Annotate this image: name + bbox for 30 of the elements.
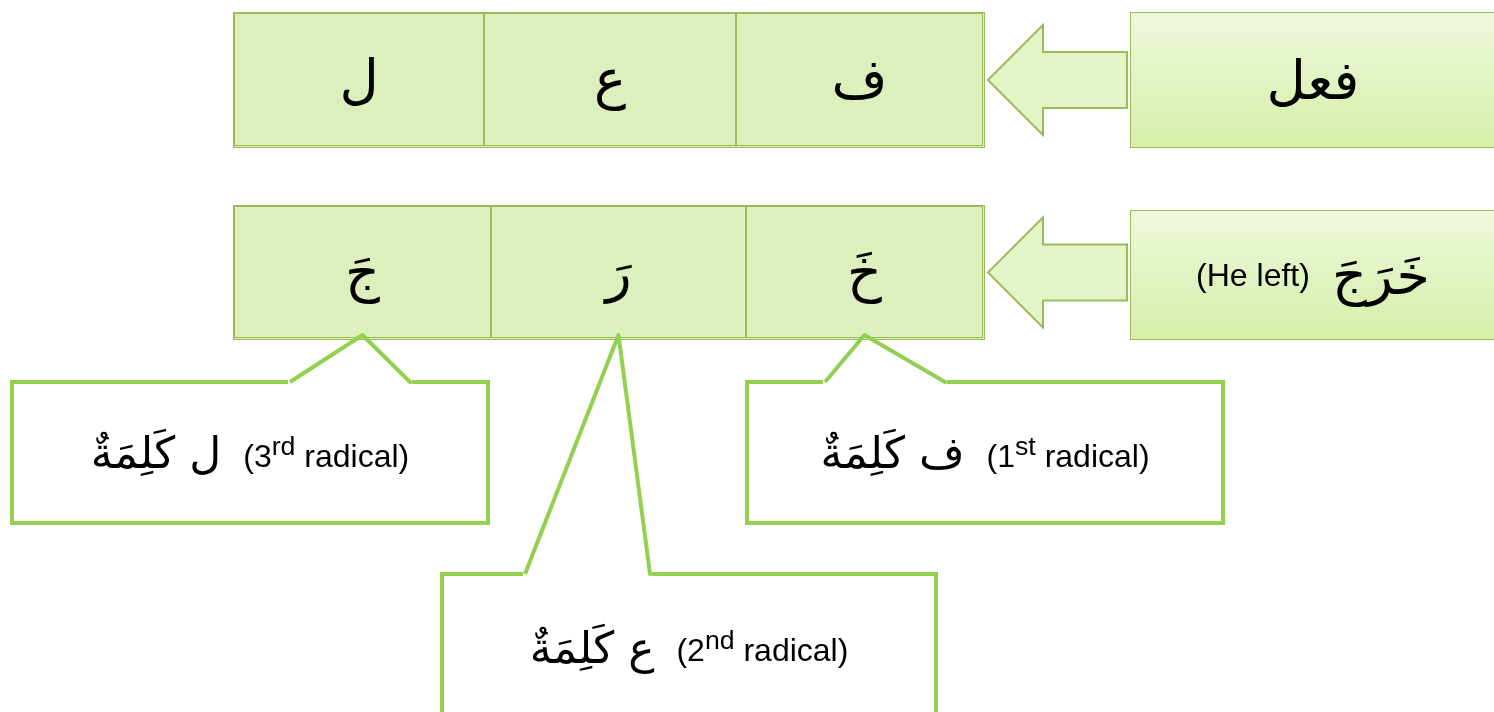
arabic-word: فعل	[1266, 48, 1360, 112]
arabic-word: رَ	[605, 240, 632, 304]
arabic-word: ع كَلِمَةٌ	[529, 621, 655, 673]
letter-cell	[484, 13, 736, 146]
block-arrow	[986, 215, 1128, 330]
callout-box	[745, 380, 1225, 525]
callout-box	[10, 380, 490, 525]
letter-row	[233, 12, 985, 148]
english-gloss: (3$^{rd}$ radical)	[243, 430, 410, 475]
word-box	[1130, 12, 1494, 148]
arabic-word: جَ	[345, 240, 380, 304]
letter-cell	[234, 13, 484, 146]
word-box	[1130, 210, 1494, 340]
english-gloss: (2$^{nd}$ radical)	[676, 625, 849, 669]
letter-cell	[746, 206, 983, 338]
arabic-word: ف كَلِمَةٌ	[820, 427, 965, 478]
letter-cell	[491, 206, 746, 338]
letter-cell	[234, 206, 491, 338]
arabic-word: خَ	[847, 240, 882, 304]
callout-box	[440, 572, 938, 712]
arabic-word: ل	[339, 48, 379, 111]
letter-row	[233, 205, 985, 340]
english-gloss: (He left)	[1196, 256, 1310, 294]
arabic-word: خَرَجَ	[1331, 243, 1430, 307]
block-arrow	[986, 22, 1128, 138]
letter-cell	[736, 13, 983, 146]
arabic-word: ع	[593, 48, 627, 111]
arabic-word: ل كَلِمَةٌ	[90, 427, 222, 478]
english-gloss: (1$^{st}$ radical)	[986, 430, 1150, 475]
arabic-word: ف	[831, 48, 888, 111]
